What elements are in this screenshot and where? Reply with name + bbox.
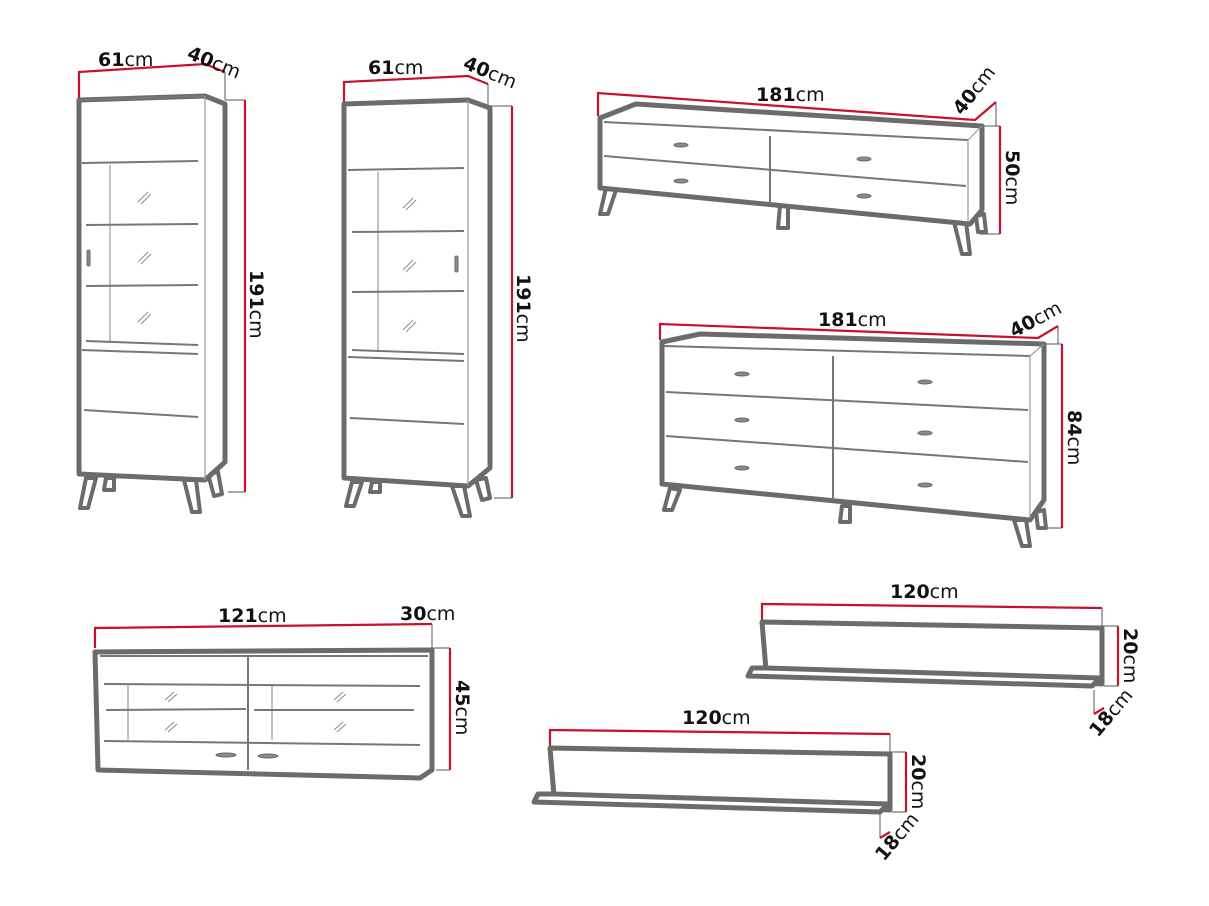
- width-label: 181cm: [756, 84, 825, 106]
- shelf-board: [531, 791, 891, 815]
- height-label: 84cm: [1063, 410, 1085, 465]
- depth-label: 18cm: [871, 809, 923, 866]
- width-depth-dimension-line: [77, 62, 226, 100]
- glass-icon: [402, 197, 417, 333]
- wall-cabinet: 121cm 30cm 45cm: [92, 603, 473, 781]
- leg: [450, 484, 472, 518]
- width-label: 61cm: [98, 49, 153, 71]
- display-cabinet-left: 61cm 40cm 191cm: [76, 42, 267, 514]
- height-label: 50cm: [1001, 150, 1023, 205]
- drawer-handle: [734, 417, 750, 423]
- door-handle: [454, 255, 459, 273]
- width-label: 120cm: [890, 581, 959, 603]
- chest-body: [659, 331, 1047, 523]
- wall-shelf-lower: 120cm 20cm 18cm: [531, 707, 929, 866]
- door-handle: [86, 249, 91, 267]
- chest-of-drawers: 181cm 40cm 84cm: [658, 297, 1085, 548]
- depth-label: 30cm: [400, 603, 455, 625]
- drawer-handle: [856, 193, 872, 199]
- drawer-handle: [673, 178, 689, 184]
- depth-label: 40cm: [949, 62, 1000, 119]
- width-depth-dimension-line: [342, 74, 489, 102]
- stand-body: [597, 101, 985, 227]
- drawer-handle: [673, 142, 689, 148]
- cabinet-body: [76, 93, 228, 483]
- tv-stand: 181cm 40cm 50cm: [596, 62, 1023, 256]
- width-dimension-line: [760, 602, 1103, 620]
- depth-label: 40cm: [184, 42, 244, 83]
- drawer-handle: [734, 465, 750, 471]
- depth-dimension-line: [1093, 707, 1105, 715]
- depth-label: 40cm: [1006, 297, 1065, 342]
- wall-shelf-upper: 120cm 20cm 18cm: [745, 581, 1141, 742]
- leg: [776, 204, 790, 230]
- width-dimension-line: [548, 728, 891, 746]
- drawer-handle: [917, 379, 933, 385]
- door-handle: [215, 752, 237, 758]
- shelf-board: [745, 665, 1103, 689]
- door-handle: [257, 753, 279, 759]
- drawer-handle: [917, 482, 933, 488]
- depth-label: 18cm: [1085, 685, 1137, 742]
- drawer-handle: [917, 430, 933, 436]
- width-label: 120cm: [682, 707, 751, 729]
- width-depth-dimension-line: [596, 91, 997, 122]
- leg: [974, 212, 988, 234]
- leg: [474, 476, 492, 502]
- width-label: 61cm: [368, 57, 423, 79]
- height-label: 20cm: [907, 754, 929, 809]
- width-label: 121cm: [218, 605, 287, 627]
- leg: [344, 480, 364, 508]
- depth-label: 40cm: [460, 52, 520, 93]
- drawer-handle: [856, 156, 872, 162]
- leg: [662, 486, 682, 512]
- drawer-handle: [734, 371, 750, 377]
- width-label: 181cm: [818, 309, 887, 331]
- leg: [368, 480, 382, 494]
- leg: [838, 504, 852, 524]
- leg: [1012, 518, 1032, 548]
- leg: [182, 478, 202, 514]
- height-label: 45cm: [451, 680, 473, 735]
- display-cabinet-right: 61cm 40cm 191cm: [341, 52, 534, 518]
- height-label: 191cm: [512, 274, 534, 343]
- height-label: 191cm: [245, 270, 267, 339]
- cabinet-body: [92, 647, 435, 781]
- leg: [1034, 508, 1048, 530]
- glass-icon: [137, 191, 152, 325]
- height-label: 20cm: [1119, 628, 1141, 683]
- leg: [598, 186, 618, 216]
- depth-dimension-line: [879, 831, 891, 839]
- leg: [78, 476, 98, 510]
- width-dimension-line: [93, 622, 433, 648]
- width-depth-dimension-line: [658, 322, 1059, 340]
- glass-icon: [164, 691, 347, 733]
- leg: [952, 220, 972, 256]
- leg: [102, 476, 116, 492]
